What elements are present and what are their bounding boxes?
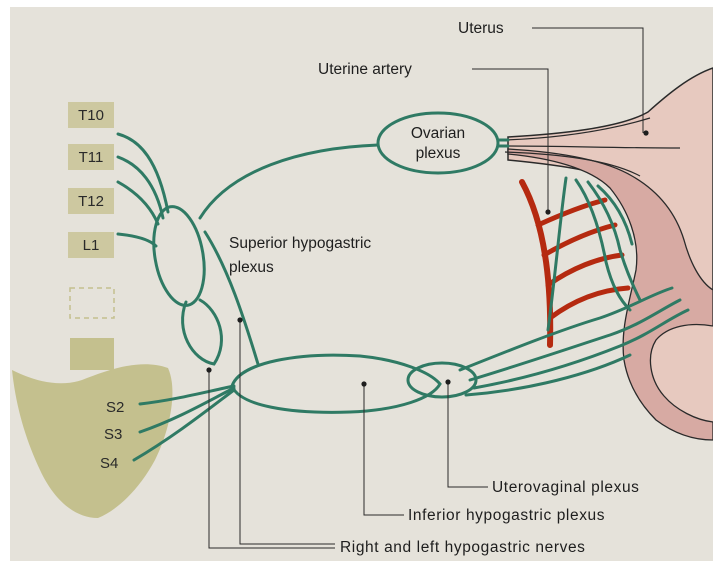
segment-label-t10: T10 — [78, 107, 104, 124]
dot-hypogastric-left — [206, 367, 211, 372]
label-ovarian-plexus-line1: Ovarian — [411, 125, 465, 142]
segment-label-t12: T12 — [78, 193, 104, 210]
dot-uterus — [643, 130, 648, 135]
label-uterovaginal-plexus: Uterovaginal plexus — [492, 479, 640, 496]
segment-label-s2: S2 — [106, 399, 124, 416]
dot-hypogastric-right — [237, 317, 242, 322]
dot-uterine-artery — [545, 209, 550, 214]
segment-label-s4: S4 — [100, 455, 118, 472]
label-superior-hypogastric-line1: Superior hypogastric — [229, 235, 371, 252]
segment-box-l3-solid — [70, 338, 114, 370]
label-hypogastric-nerves: Right and left hypogastric nerves — [340, 539, 586, 556]
dot-uterovaginal — [445, 379, 450, 384]
dot-inferior — [361, 381, 366, 386]
label-uterine-artery: Uterine artery — [318, 61, 412, 78]
label-superior-hypogastric-line2: plexus — [229, 259, 274, 276]
segment-label-s3: S3 — [104, 426, 122, 443]
label-ovarian-plexus-line2: plexus — [416, 145, 461, 162]
segment-label-l1: L1 — [83, 237, 100, 254]
left-white-margin — [0, 0, 10, 561]
top-white-margin — [0, 0, 713, 7]
label-uterus: Uterus — [458, 20, 504, 37]
label-inferior-hypogastric-plexus: Inferior hypogastric plexus — [408, 507, 605, 524]
segment-label-t11: T11 — [79, 149, 104, 166]
